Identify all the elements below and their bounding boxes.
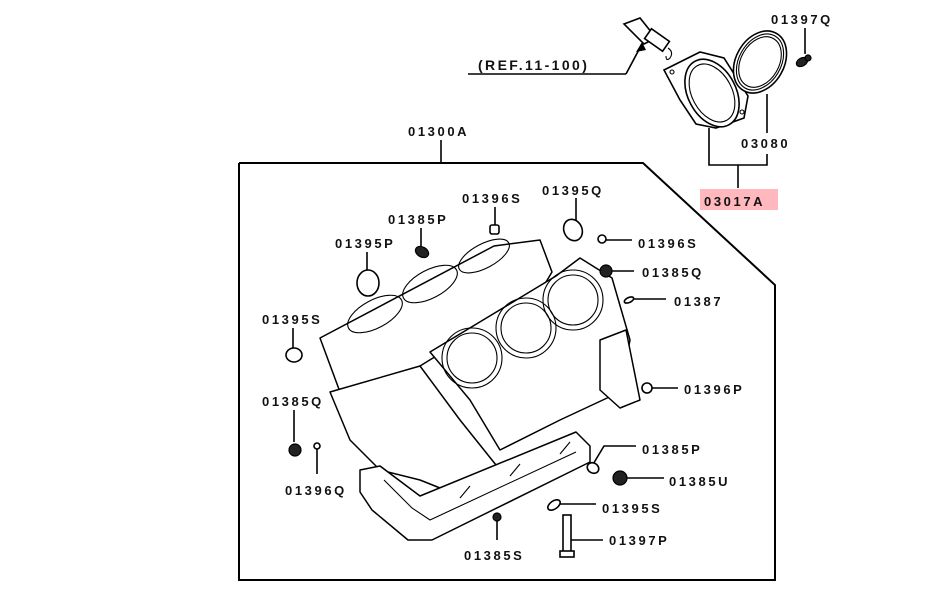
callout-01397Q[interactable]: 01397Q [771, 12, 833, 27]
pin-01395S-bottom-icon [547, 499, 596, 511]
callout-01395S-left[interactable]: 01395S [262, 312, 322, 327]
callout-01300A[interactable]: 01300A [408, 124, 469, 139]
callout-01385P-right[interactable]: 01385P [642, 442, 702, 457]
pin-01396Q-icon [313, 442, 321, 474]
callout-01396S-top[interactable]: 01396S [462, 191, 522, 206]
bolt-01397P-icon [559, 514, 603, 558]
bolt-01385S-icon [492, 512, 502, 540]
callout-01385P-top[interactable]: 01385P [388, 212, 448, 227]
plug-01395S-left-icon [285, 328, 303, 363]
engine-block-icon [319, 238, 641, 541]
callout-01385U[interactable]: 01385U [669, 474, 730, 489]
callout-01396S-right[interactable]: 01396S [638, 236, 698, 251]
plug-01396S-right-icon [597, 234, 632, 244]
callout-01395P[interactable]: 01395P [335, 236, 395, 251]
plug-01396S-top-icon [489, 207, 500, 235]
assembly-box-outline [238, 162, 776, 581]
bolt-icon [795, 28, 812, 68]
callout-01395Q[interactable]: 01395Q [542, 183, 604, 198]
highlight-03017A [700, 189, 778, 210]
plug-01395Q-icon [562, 198, 584, 242]
callout-03080[interactable]: 03080 [741, 136, 790, 151]
callout-01385Q-right[interactable]: 01385Q [642, 265, 704, 280]
callout-01385Q-left[interactable]: 01385Q [262, 394, 324, 409]
plug-01385Q-left-icon [288, 410, 302, 457]
oil-seal-case-icon [662, 51, 749, 129]
pin-01387-icon [623, 296, 666, 304]
oil-seal-icon [732, 30, 788, 94]
callout-01395S-bottom[interactable]: 01395S [602, 501, 662, 516]
reference-label[interactable]: (REF.11-100) [478, 57, 589, 73]
plug-01385P-top-icon [414, 228, 430, 259]
callout-01396P[interactable]: 01396P [684, 382, 744, 397]
plug-01385U-icon [612, 470, 664, 486]
callout-03017A[interactable]: 03017A [704, 194, 765, 209]
callout-01387[interactable]: 01387 [674, 294, 723, 309]
callout-01397P[interactable]: 01397P [609, 533, 669, 548]
reference-callout[interactable]: (REF.11-100) [468, 42, 646, 75]
callout-01385S[interactable]: 01385S [464, 548, 524, 563]
plug-01385Q-right-icon [599, 264, 634, 278]
callout-01396Q[interactable]: 01396Q [285, 483, 347, 498]
sealant-tube-icon [622, 17, 673, 61]
plug-01396P-icon [641, 382, 678, 394]
plug-01385P-right-icon [586, 445, 636, 475]
plug-01395P-icon [356, 252, 380, 297]
